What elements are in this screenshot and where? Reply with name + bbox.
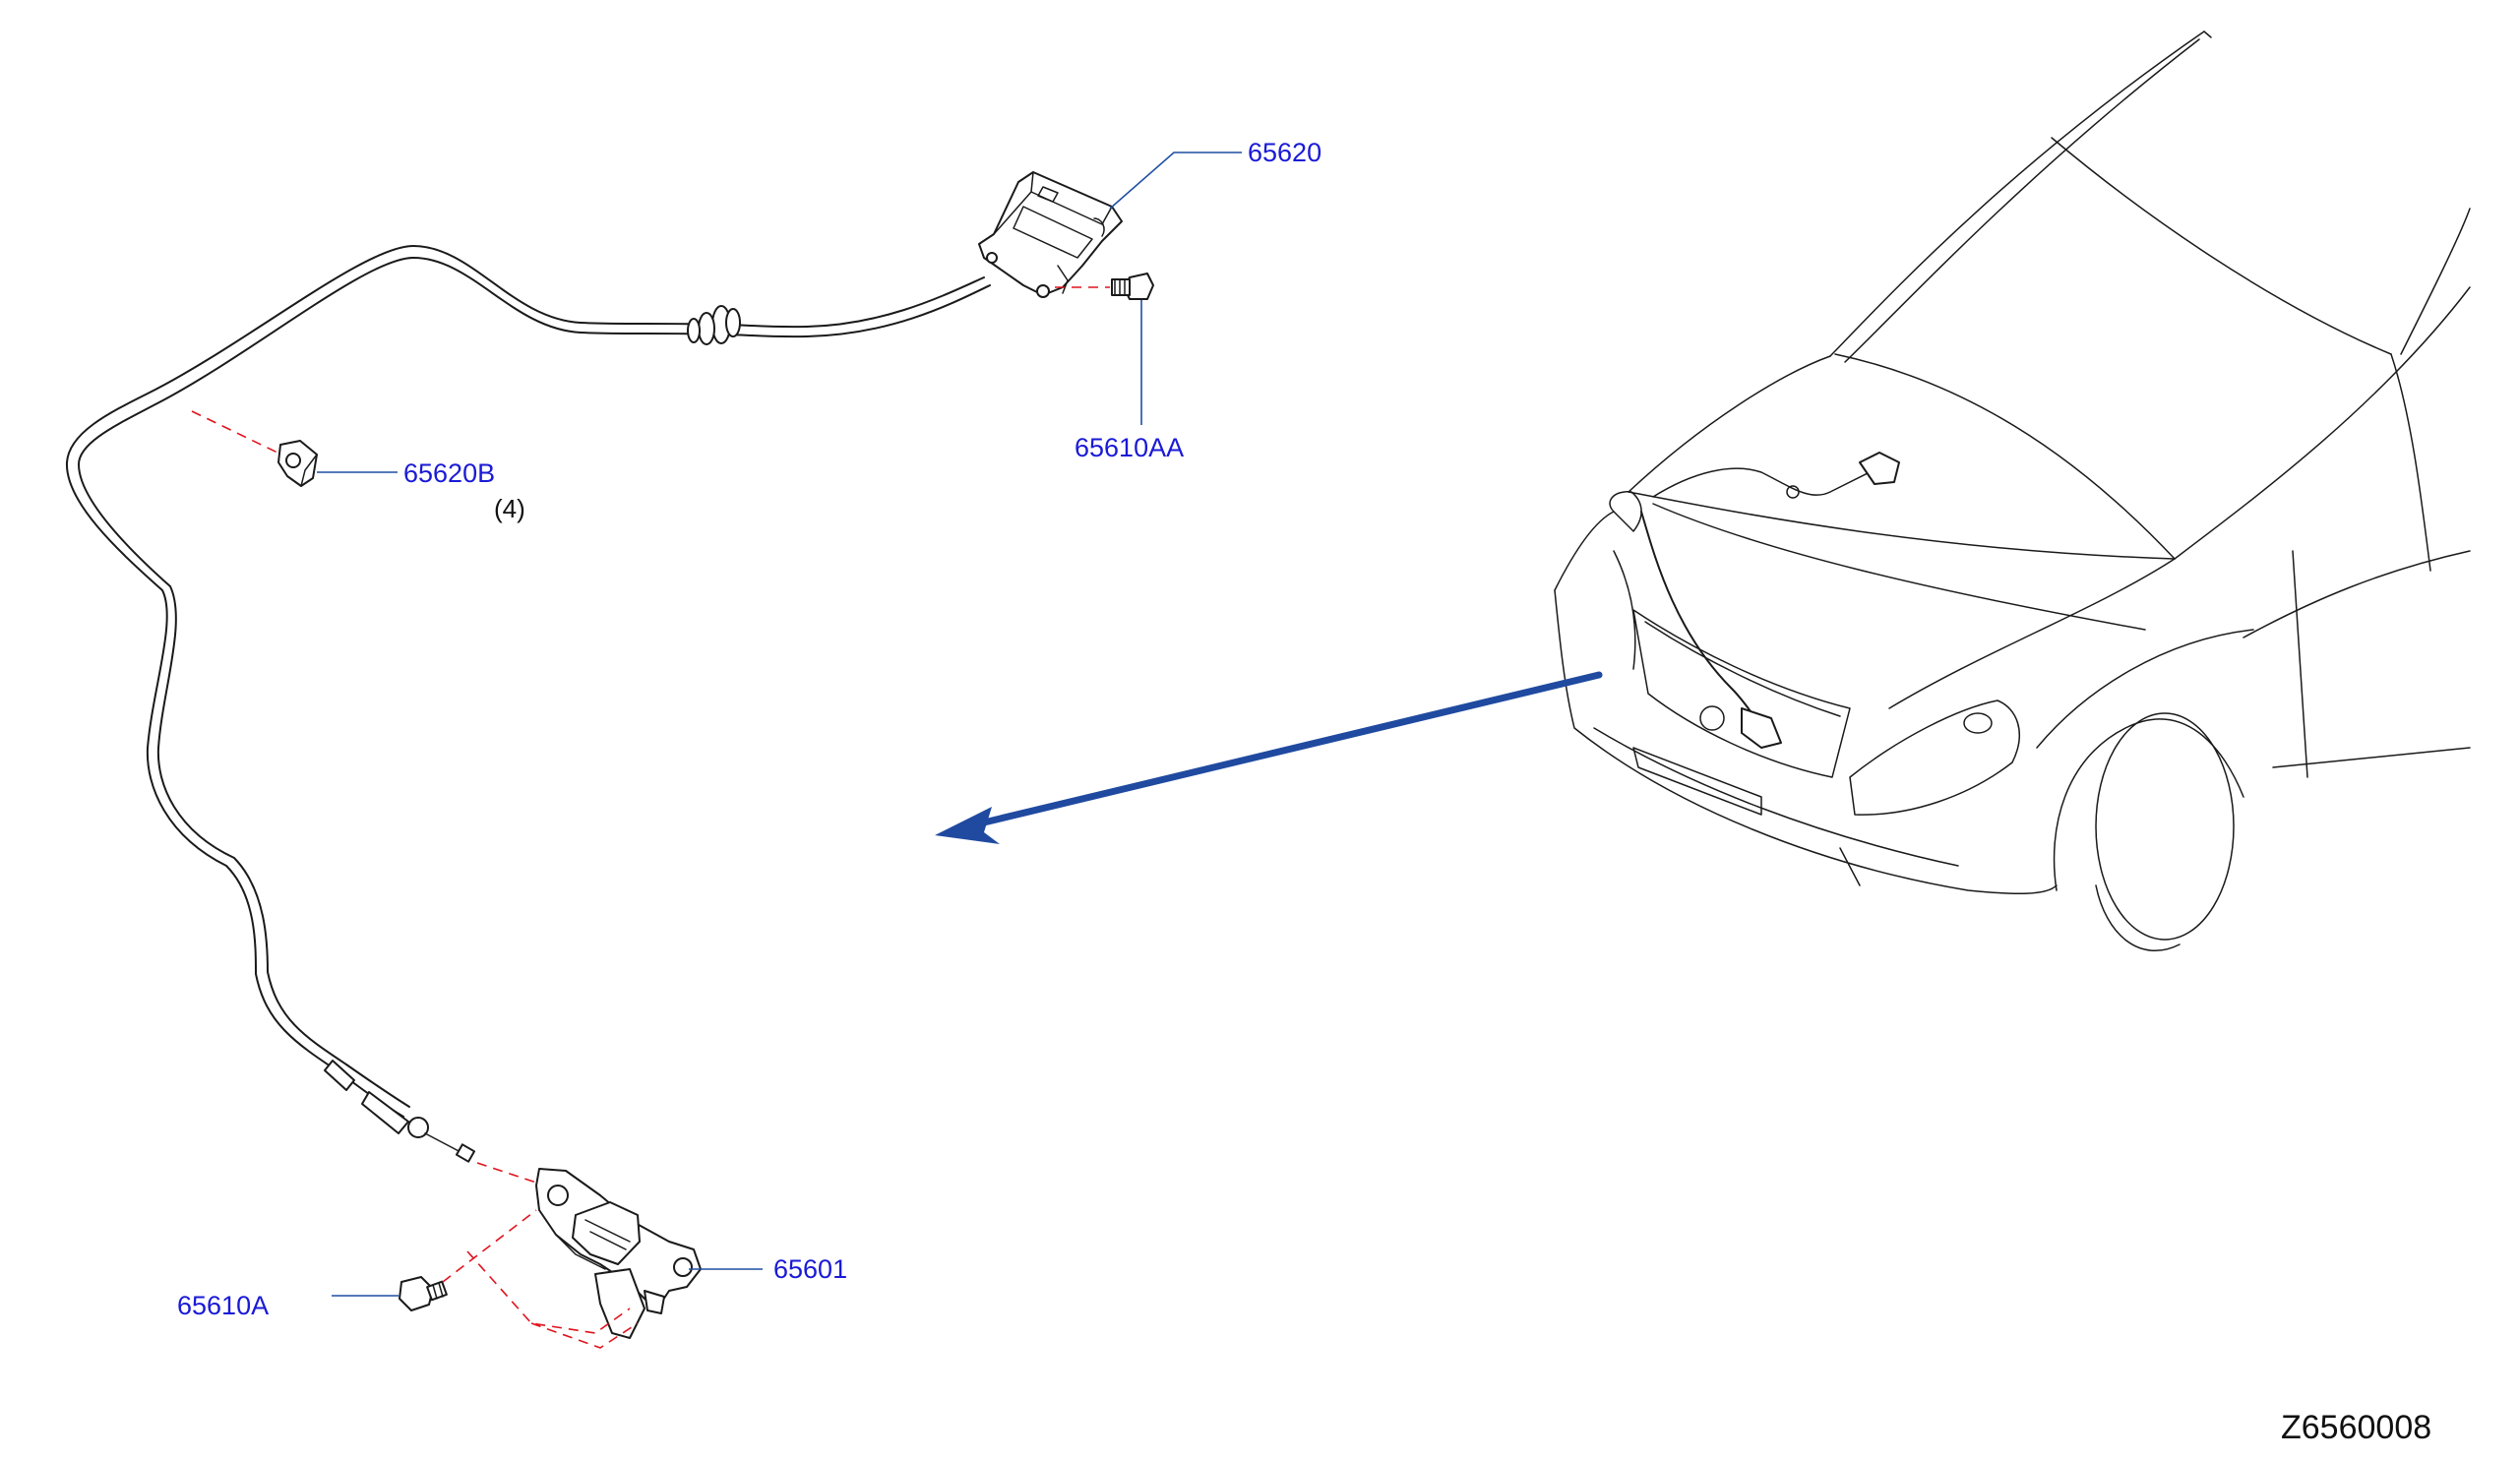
diagram-id: Z6560008	[2281, 1409, 2431, 1446]
label-65620[interactable]: 65620	[1248, 138, 1321, 167]
label-65601[interactable]: 65601	[773, 1254, 847, 1284]
cable-end-fitting	[324, 1060, 476, 1163]
hood-lock-control-handle	[978, 171, 1123, 298]
cable-clip	[277, 440, 318, 487]
vehicle-illustration	[1554, 30, 2471, 951]
leader-lines	[317, 152, 1242, 1297]
assembly-lines	[191, 286, 1110, 1349]
hood-lock-bolt	[399, 1276, 448, 1311]
label-65610A[interactable]: 65610A	[177, 1291, 269, 1320]
hood-release-cable	[65, 245, 991, 1118]
label-65620B[interactable]: 65620B	[403, 458, 495, 488]
label-65610AA[interactable]: 65610AA	[1075, 433, 1184, 462]
cable-grommet	[687, 305, 741, 345]
label-quantity: (4)	[494, 494, 525, 523]
part-labels: 65620 65610AA 65620B (4) 65601 65610A Z6…	[177, 138, 2431, 1446]
handle-bolt	[1111, 273, 1154, 300]
hood-lock	[535, 1168, 702, 1339]
detail-pointer-arrow	[935, 671, 1603, 844]
